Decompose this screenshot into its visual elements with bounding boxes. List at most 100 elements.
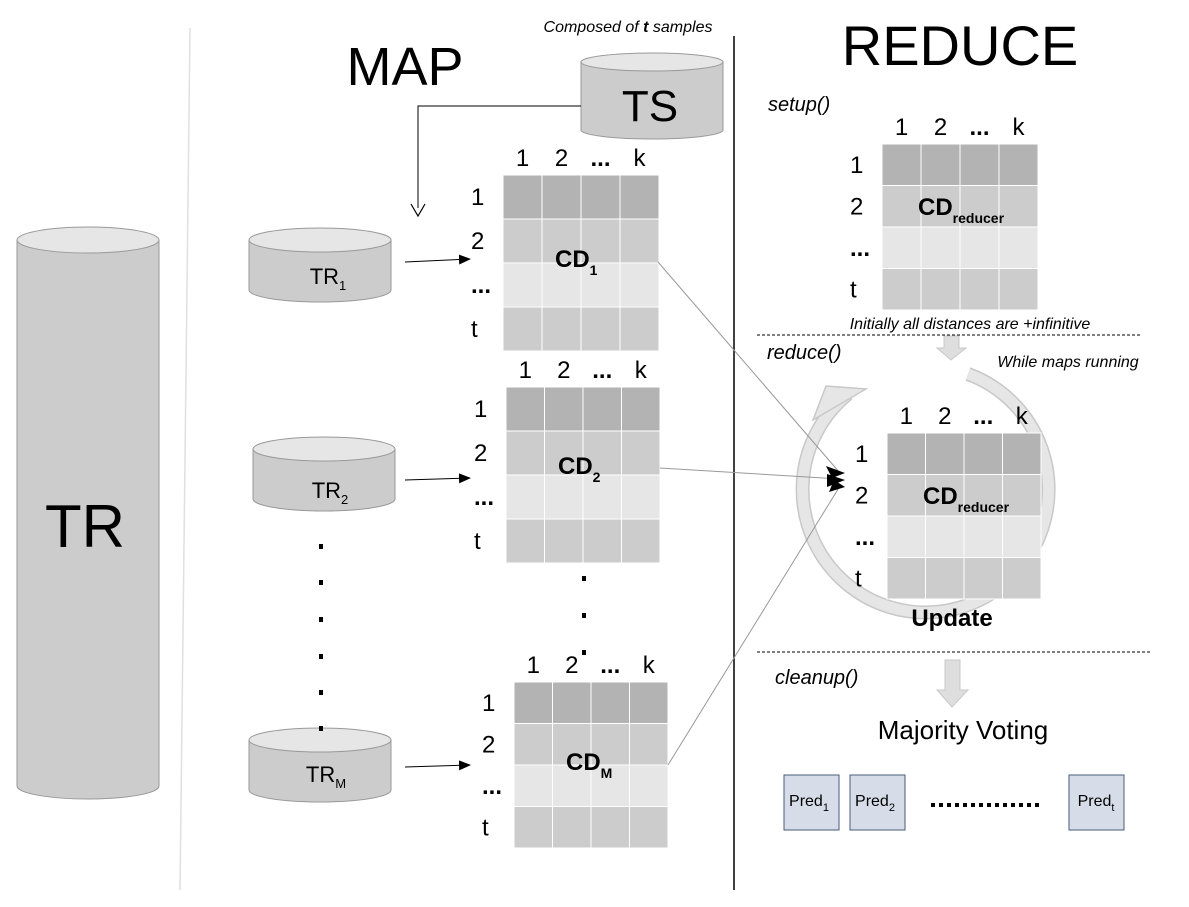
matrix-col-header: k	[643, 652, 656, 679]
matrix-cell	[886, 474, 926, 517]
map-title: MAP	[346, 37, 463, 97]
ellipsis-dot	[931, 803, 935, 807]
matrix-cell	[502, 306, 543, 352]
matrix-cell	[886, 515, 926, 558]
matrix-cell	[881, 143, 922, 186]
matrix-cell	[881, 268, 922, 311]
matrix-cell	[552, 681, 592, 724]
matrix-cell	[920, 268, 961, 311]
matrix-row-header: 1	[471, 184, 484, 211]
emit-line-1	[657, 261, 841, 474]
matrix-cell	[590, 806, 630, 849]
matrix-cell	[580, 174, 621, 220]
matrix-cell	[513, 806, 553, 849]
matrix-cell	[590, 723, 630, 766]
matrix-cell	[544, 474, 584, 520]
matrix-cell	[920, 226, 961, 269]
matrix-cell	[505, 474, 545, 520]
matrix-cell	[505, 518, 545, 564]
tr-label: TR	[45, 493, 125, 560]
matrix-label: CDreducer	[918, 194, 1005, 226]
matrix-cell	[920, 143, 961, 186]
matrix-cell	[621, 518, 661, 564]
matrix-col-header: k	[635, 357, 648, 384]
matrix-cell	[552, 806, 592, 849]
ellipsis-dot	[939, 803, 943, 807]
matrix-cell	[881, 226, 922, 269]
matrix-label: CD1	[555, 246, 598, 278]
matrix-cell	[998, 185, 1039, 228]
matrix-col-header: 1	[516, 145, 529, 172]
matrix-row-header: 1	[482, 690, 495, 717]
matrix-cell	[959, 268, 1000, 311]
matrix-col-header: k	[1016, 403, 1029, 430]
cleanup-label: cleanup()	[775, 667, 858, 689]
matrix-cell	[925, 557, 965, 600]
matrix-row-header: 2	[482, 731, 495, 758]
ts-feed-arrowhead	[410, 203, 426, 218]
matrix-cell	[629, 723, 669, 766]
reduce-label: reduce()	[767, 342, 841, 364]
matrix-col-header: k	[634, 145, 647, 172]
matrix-cell	[619, 262, 660, 308]
emit-line-m	[667, 485, 841, 766]
matrix-cell	[881, 185, 922, 228]
partition-ellipsis	[319, 544, 323, 731]
setup-down-arrow	[935, 335, 968, 361]
matrix-row-header: ...	[482, 773, 502, 800]
matrix-cell	[541, 218, 582, 264]
matrix-row-header: 1	[474, 396, 487, 423]
matrix-row-header: 2	[474, 440, 487, 467]
matrix-cell	[582, 474, 622, 520]
matrix-cell	[502, 262, 543, 308]
matrix-col-header: ...	[590, 145, 610, 172]
matrix-cell	[998, 143, 1039, 186]
matrix-cell	[619, 218, 660, 264]
prediction-box-1: Pred1	[783, 774, 840, 831]
matrix-cell	[619, 306, 660, 352]
matrix-ellipsis	[582, 576, 586, 655]
ellipsis-dot	[947, 803, 951, 807]
running-note: While maps running	[997, 354, 1139, 371]
matrix-cell	[629, 806, 669, 849]
matrix-cell	[582, 386, 622, 432]
matrix-cell	[925, 515, 965, 558]
ellipsis-dot	[987, 803, 991, 807]
matrix-cell	[963, 557, 1003, 600]
ts-cylinder: TS	[580, 52, 724, 140]
matrix-row-header: ...	[474, 484, 494, 511]
prediction-box-2: Pred2	[849, 774, 906, 831]
cleanup-down-arrow	[935, 659, 970, 708]
matrix-cell	[998, 226, 1039, 269]
ellipsis-dot	[963, 803, 967, 807]
tr-partition-label: TR1	[310, 264, 347, 293]
matrix-cell	[629, 681, 669, 724]
tr-cylinder: TR	[16, 226, 160, 800]
update-label: Update	[911, 605, 992, 632]
initial-note: Initially all distances are +infinitive	[850, 316, 1091, 333]
ts-feed-arrow	[417, 105, 581, 208]
matrix-cell	[1002, 515, 1042, 558]
prediction-box-t: Predt	[1068, 774, 1125, 831]
matrix-col-header: 2	[557, 357, 570, 384]
matrix-cell	[619, 174, 660, 220]
matrix-cell	[582, 430, 622, 476]
matrix-cell	[886, 557, 926, 600]
matrix-label: CD2	[558, 453, 601, 485]
matrix-cell	[629, 764, 669, 807]
matrix-cell	[582, 518, 622, 564]
matrix-cell	[502, 174, 543, 220]
matrix-label: CDreducer	[923, 483, 1010, 515]
matrix-cell	[513, 764, 553, 807]
matrix-col-header: 2	[565, 652, 578, 679]
matrix-col-header: ...	[973, 403, 993, 430]
matrix-cell	[580, 306, 621, 352]
tr-partition-label: TR2	[312, 478, 349, 507]
matrix-cell	[580, 262, 621, 308]
map-arrow-m	[404, 760, 471, 771]
